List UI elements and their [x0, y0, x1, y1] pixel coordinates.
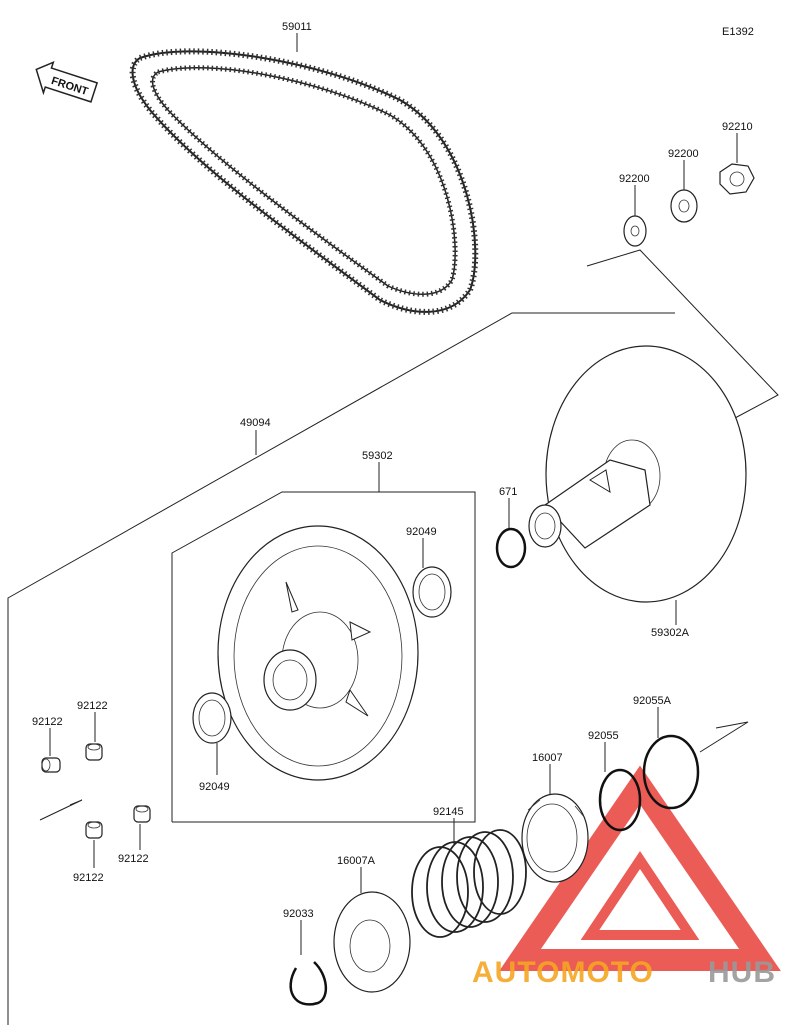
label-roller-tl: 92122	[32, 716, 63, 728]
cam	[521, 793, 589, 883]
oring-arrow	[699, 721, 749, 753]
label-bushing-lower: 92049	[199, 781, 230, 793]
roller-tr	[85, 743, 103, 761]
o-ring-small	[495, 527, 527, 569]
watermark-logo-icon	[499, 765, 781, 971]
nut	[719, 163, 755, 195]
movable-sheave	[217, 525, 419, 781]
drive-belt	[129, 48, 479, 315]
label-oring-a: 92055A	[633, 695, 672, 707]
label-sheave-fixed: 59302A	[651, 627, 690, 639]
cam-a	[333, 891, 411, 993]
bushing-upper	[412, 566, 452, 618]
fixed-sheave	[528, 345, 747, 603]
circlip	[289, 961, 327, 1006]
watermark-text-part2: HUB	[708, 956, 776, 989]
label-washer-inner: 92200	[619, 173, 650, 185]
watermark-text-part1: AUTOMOTO	[472, 956, 654, 989]
diagram-code: E1392	[722, 26, 754, 38]
washer-inner	[623, 215, 647, 247]
watermark-text: AUTOMOTO HUB	[472, 956, 776, 989]
spring	[411, 829, 527, 938]
o-ring-a	[642, 734, 700, 810]
label-oring-small: 671	[499, 486, 517, 498]
label-bushing-upper: 92049	[406, 526, 437, 538]
roller-tl	[41, 757, 61, 773]
bushing-lower	[192, 692, 232, 744]
label-cam-a: 16007A	[337, 855, 376, 867]
label-belt: 59011	[282, 21, 312, 33]
washer-outer	[670, 189, 698, 223]
label-spring: 92145	[433, 806, 464, 818]
label-washer-outer: 92200	[668, 148, 699, 160]
label-roller-br: 92122	[118, 853, 149, 865]
roller-br	[133, 805, 151, 823]
label-nut: 92210	[722, 121, 753, 133]
label-assembly: 49094	[240, 417, 271, 429]
assembly-frame	[7, 312, 675, 1025]
front-arrow-icon: FRONT	[35, 61, 99, 103]
roller-arrow	[39, 799, 83, 821]
o-ring	[598, 768, 642, 832]
roller-bl	[85, 821, 103, 839]
label-roller-tr: 92122	[77, 700, 108, 712]
hardware-bracket	[586, 249, 779, 419]
label-circlip: 92033	[283, 908, 314, 920]
label-oring: 92055	[588, 730, 619, 742]
label-cam: 16007	[532, 752, 563, 764]
label-sheave-movable: 59302	[362, 450, 393, 462]
label-roller-bl: 92122	[73, 872, 104, 884]
